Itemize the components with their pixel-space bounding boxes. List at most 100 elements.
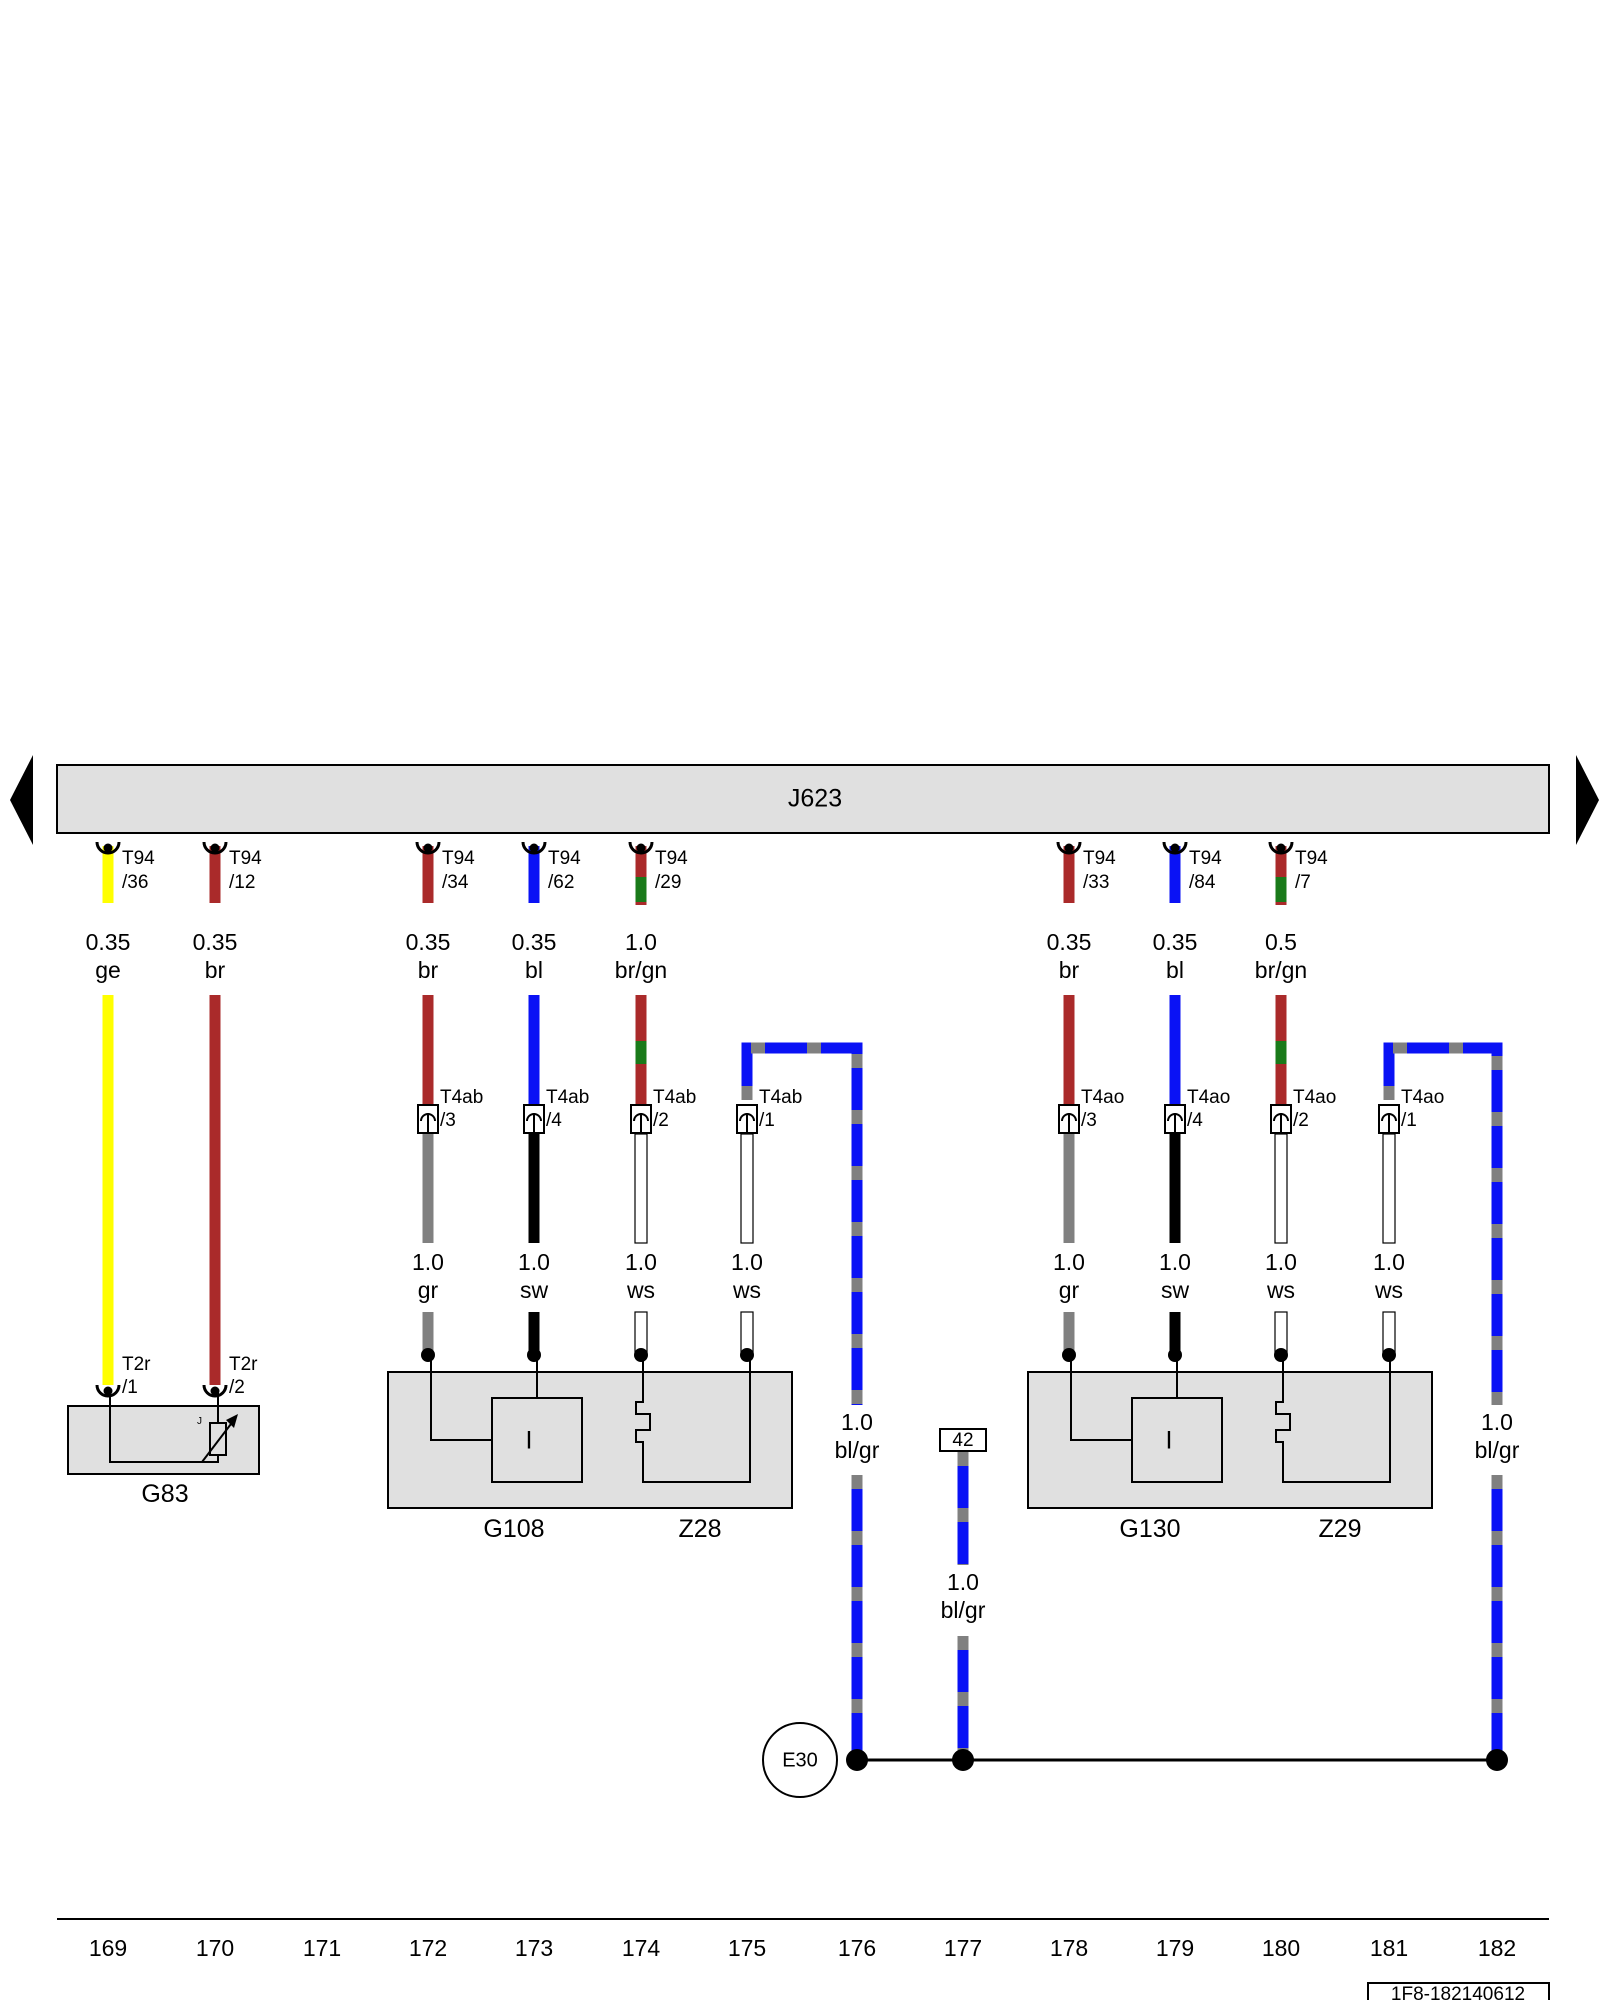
wire-sensor-1-3-lower bbox=[634, 1133, 648, 1244]
junction-dot bbox=[1062, 1348, 1076, 1362]
pin-t94-5 bbox=[628, 841, 654, 855]
pin-label: T2r bbox=[122, 1354, 151, 1375]
wire-color: ws bbox=[732, 1277, 761, 1303]
plug-label: T4ab bbox=[759, 1087, 802, 1108]
column-number: 175 bbox=[728, 1935, 766, 1961]
z29-label: Z29 bbox=[1318, 1515, 1361, 1543]
plug-label: T4ao bbox=[1401, 1087, 1444, 1108]
wire-color: sw bbox=[1161, 1277, 1190, 1303]
g83-resistor bbox=[209, 1422, 227, 1456]
g83-label: G83 bbox=[141, 1480, 188, 1508]
plug-label: T4ao bbox=[1187, 1087, 1230, 1108]
column-number: 174 bbox=[622, 1935, 661, 1961]
plug-number: /1 bbox=[1401, 1110, 1417, 1131]
plug-label: T4ao bbox=[1081, 1087, 1124, 1108]
wire-color: sw bbox=[520, 1277, 549, 1303]
wire-sensor-2-4-lower bbox=[1382, 1133, 1396, 1244]
wire-size: 1.0 bbox=[731, 1249, 763, 1275]
pin-number: /84 bbox=[1189, 872, 1216, 893]
wire-size: 0.5 bbox=[1265, 929, 1297, 955]
wire-color: br bbox=[418, 957, 439, 983]
plug-number: /1 bbox=[759, 1110, 775, 1131]
column-number: 172 bbox=[409, 1935, 447, 1961]
wire-color: br bbox=[205, 957, 226, 983]
pin-t94-1-dot bbox=[103, 843, 113, 853]
pin-label: T94 bbox=[1295, 848, 1328, 869]
wire-color: br bbox=[1059, 957, 1080, 983]
wire-color: gr bbox=[1059, 1277, 1080, 1303]
wire-sensor-2-3-stub bbox=[1274, 1311, 1288, 1353]
g130-sensor-box bbox=[1131, 1397, 1223, 1483]
z29-heater-wire bbox=[1275, 1356, 1391, 1483]
diagram-code: 1F8-182140612 bbox=[1391, 1984, 1525, 2000]
pin-number: /7 bbox=[1295, 872, 1311, 893]
g83-variable-arrow bbox=[201, 1419, 235, 1463]
g108-sensor-mark: I bbox=[526, 1427, 533, 1455]
wire-size: 1.0 bbox=[1053, 1249, 1085, 1275]
g108-sensor-box bbox=[491, 1397, 583, 1483]
page-back-arrow[interactable] bbox=[10, 755, 33, 845]
column-number: 169 bbox=[89, 1935, 127, 1961]
wire-sensor-2-4-stub bbox=[1382, 1311, 1396, 1353]
junction-dot bbox=[1382, 1348, 1396, 1362]
wire-size: 1.0 bbox=[1481, 1409, 1513, 1435]
column-number: 180 bbox=[1262, 1935, 1300, 1961]
pin-t94-7 bbox=[1162, 841, 1188, 855]
wire-size: 0.35 bbox=[1153, 929, 1198, 955]
pin-t94-5-dot bbox=[636, 843, 646, 853]
pin-t94-6-dot bbox=[1064, 843, 1074, 853]
pin-label: T94 bbox=[655, 848, 688, 869]
pin-number: /34 bbox=[442, 872, 469, 893]
pin-t94-3-dot bbox=[423, 843, 433, 853]
column-number: 176 bbox=[838, 1935, 876, 1961]
wire-color: ws bbox=[1266, 1277, 1295, 1303]
wire-color: bl/gr bbox=[941, 1597, 986, 1623]
wire-color: ws bbox=[1374, 1277, 1403, 1303]
plug-number: /4 bbox=[546, 1110, 562, 1131]
ground-ref-box bbox=[939, 1428, 987, 1452]
wire-size: 0.35 bbox=[86, 929, 131, 955]
wire-size: 0.35 bbox=[512, 929, 557, 955]
column-number: 178 bbox=[1050, 1935, 1088, 1961]
z28-heater-wire bbox=[635, 1356, 751, 1483]
plug-label: T4ab bbox=[546, 1087, 589, 1108]
page-forward-arrow[interactable] bbox=[1576, 755, 1599, 845]
wire-size: 1.0 bbox=[841, 1409, 873, 1435]
wire-size: 1.0 bbox=[1265, 1249, 1297, 1275]
pin-number: /62 bbox=[548, 872, 574, 893]
pin-t94-4-dot bbox=[529, 843, 539, 853]
plug-number: /3 bbox=[440, 1110, 456, 1131]
wire-sensor-2-3-lower bbox=[1274, 1133, 1288, 1244]
module-body bbox=[56, 764, 1550, 834]
wire-color: ge bbox=[95, 957, 121, 983]
plug-number: /2 bbox=[1293, 1110, 1309, 1131]
pin-t2r-1 bbox=[95, 1384, 121, 1398]
junction-dot bbox=[421, 1348, 435, 1362]
wire-sensor-1-4-lower bbox=[740, 1133, 754, 1244]
pin-label: T2r bbox=[229, 1354, 258, 1375]
g130-wire-a bbox=[1070, 1356, 1132, 1441]
pin-t94-8 bbox=[1268, 841, 1294, 855]
g83-arrow-head bbox=[226, 1414, 238, 1428]
column-number: 181 bbox=[1370, 1935, 1408, 1961]
pin-label: T94 bbox=[1189, 848, 1222, 869]
plug-number: /3 bbox=[1081, 1110, 1097, 1131]
column-number: 177 bbox=[944, 1935, 982, 1961]
pin-t94-4 bbox=[521, 841, 547, 855]
wire-size: 1.0 bbox=[947, 1569, 979, 1595]
wire-color: bl/gr bbox=[1475, 1437, 1520, 1463]
g108-wire-a bbox=[430, 1356, 492, 1441]
component-g83: J G83 bbox=[67, 1390, 260, 1508]
pin-t2r-1-dot bbox=[103, 1386, 113, 1396]
pin-number: /2 bbox=[229, 1377, 245, 1398]
wire-size: 0.35 bbox=[406, 929, 451, 955]
pin-label: T94 bbox=[1083, 848, 1116, 869]
wire-size: 1.0 bbox=[1159, 1249, 1191, 1275]
pin-t94-2 bbox=[202, 841, 228, 855]
junction-dot bbox=[634, 1348, 648, 1362]
pin-number: /36 bbox=[122, 872, 148, 893]
wire-size: 1.0 bbox=[625, 929, 657, 955]
